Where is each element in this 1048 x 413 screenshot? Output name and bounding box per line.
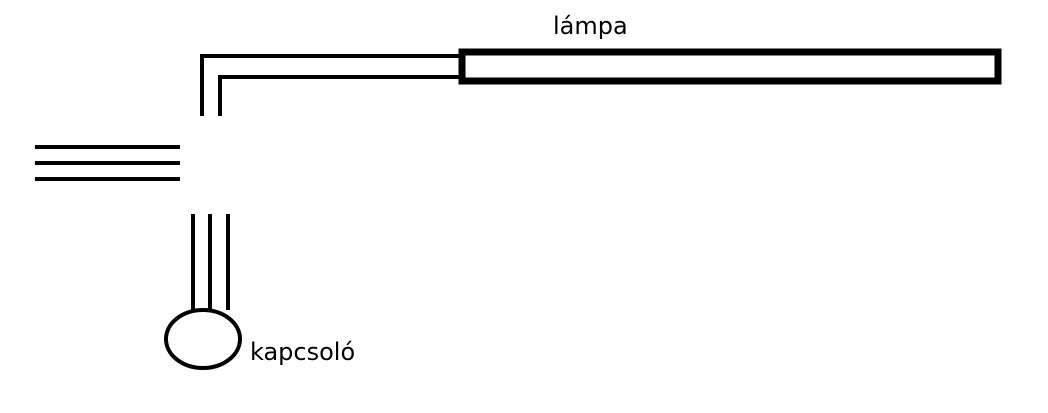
supply-wires: [35, 145, 180, 181]
lamp-tube: [458, 48, 1002, 85]
switch-circle: [164, 308, 242, 370]
switch-label: kapcsoló: [250, 338, 355, 366]
lamp-label: lámpa: [553, 12, 628, 40]
lamp-wire-inner: [218, 75, 462, 116]
lamp-wire-outer: [200, 54, 462, 116]
switch-wires: [191, 214, 230, 310]
